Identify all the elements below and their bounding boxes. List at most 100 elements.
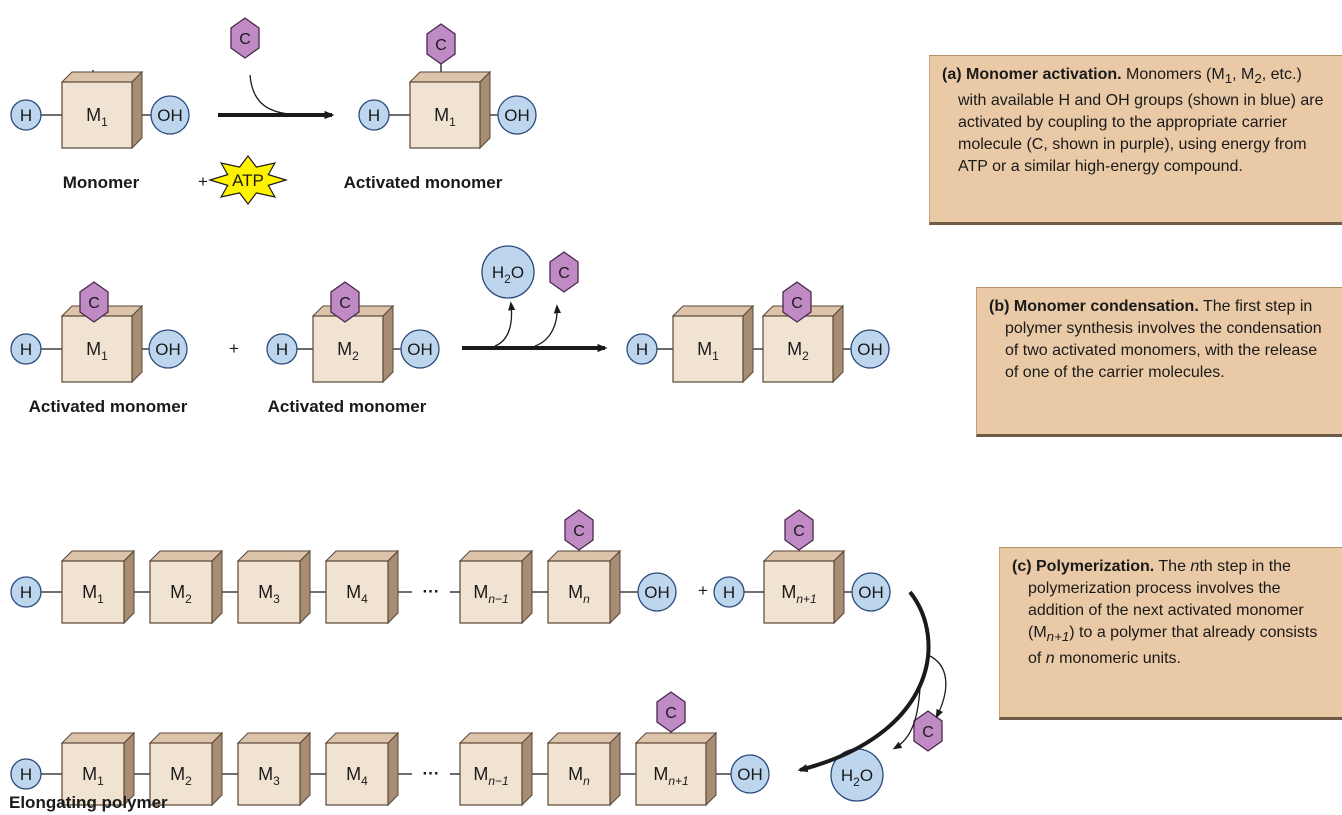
monomer-block [459,560,523,624]
monomer-block-top [60,732,136,744]
hydroxyl-group [851,572,891,612]
monomer-block-top [762,550,846,562]
hydroxyl-label: OH [857,340,883,359]
hydroxyl-group [637,572,677,612]
ellipsis-c2: ··· [423,764,440,783]
monomer-block [763,560,835,624]
carrier-label: C [88,295,100,312]
monomer-block-top [408,71,492,83]
activated-monomer-label-b1: Activated monomer [29,397,188,416]
hydrogen-label: H [368,106,380,125]
monomer-label: Monomer [63,173,140,192]
monomer-block-top [60,71,144,83]
monomer-label: M2 [787,339,809,363]
monomer-block [762,315,834,383]
monomer-block-top [60,550,136,562]
carrier-release-curve [534,304,562,347]
monomer-block [672,315,744,383]
carrier-molecule [782,281,812,323]
carrier-uptake-curve [249,74,291,115]
hydroxyl-label: OH [504,106,530,125]
carrier-release-curve-c [927,654,947,719]
monomer-label: Mn [568,582,590,606]
monomer-label: Mn [568,764,590,788]
monomer-block-side [299,731,311,807]
water-label: H2O [841,766,873,789]
monomer-block-side [211,549,223,625]
polymerization-arrow [797,590,931,773]
water-molecule [481,245,535,299]
hydrogen-label: H [636,340,648,359]
carrier-label: C [665,705,677,722]
carrier-label: C [239,31,251,48]
carrier-label: C [573,523,585,540]
hydrogen-label: H [276,340,288,359]
monomer-block [149,560,213,624]
elongating-polymer-label: Elongating polymer [9,793,168,812]
monomer-block [325,742,389,806]
monomer-block-side [609,549,621,625]
plus-sign-c: + [698,581,708,600]
atp-label: ATP [232,171,264,190]
carrier-label: C [435,37,447,54]
monomer-block-top [324,550,400,562]
carrier-molecule [549,251,579,293]
ellipsis-c1: ··· [423,582,440,601]
plus-sign-b: + [229,339,239,358]
monomer-block [547,742,611,806]
monomer-block [61,560,125,624]
carrier-molecule [656,691,686,733]
monomer-block [312,315,384,383]
monomer-label: M1 [82,582,104,606]
caption-c-text-1: The [1154,558,1191,575]
hydroxyl-label: OH [644,583,670,602]
carrier-molecule [784,509,814,551]
monomer-block-side [131,70,143,150]
bonds-layer [41,64,852,775]
monomer-block-top [148,732,224,744]
hydrogen-label: H [20,106,32,125]
carrier-molecule [564,509,594,551]
monomer-block-top [546,550,622,562]
hydrogen-group [10,576,42,608]
hydroxyl-group [497,95,537,135]
hydrogen-group [10,333,42,365]
monomer-block-top [458,550,534,562]
monomer-block-side [123,549,135,625]
caption-c-italic-n2: n [1045,650,1055,668]
monomer-block [149,742,213,806]
caption-c-sub: n+1 [1046,629,1070,645]
hydroxyl-label: OH [157,106,183,125]
monomer-label: M3 [258,764,280,788]
carrier-molecule [230,17,260,59]
monomer-block-side [521,731,533,807]
monomer-block [459,742,523,806]
monomer-block-top [236,550,312,562]
monomer-label: M4 [346,764,368,788]
carrier-label: C [791,295,803,312]
hydroxyl-group [150,95,190,135]
hydrogen-group [10,99,42,131]
carrier-label: C [558,265,570,282]
monomer-label: M2 [170,764,192,788]
monomer-label: M4 [346,582,368,606]
hydrogen-label: H [723,583,735,602]
caption-c-text-4: monomeric units. [1054,650,1181,668]
hydrogen-group [713,576,745,608]
atp-burst [207,155,289,205]
monomer-block-top [458,732,534,744]
hydrogen-label: H [20,583,32,602]
monomer-block-top [236,732,312,744]
caption-polymerization: (c) Polymerization. The nth step in the … [999,547,1342,720]
hydroxyl-label: OH [737,765,763,784]
monomer-block [325,560,389,624]
activated-monomer-label-a: Activated monomer [344,173,503,192]
monomer-label: Mn−1 [473,582,508,606]
monomer-block-top [634,732,718,744]
caption-c-text-3: ) to a polymer that already consists of [1028,624,1318,668]
carrier-molecule [330,281,360,323]
carrier-molecule [79,281,109,323]
carrier-label: C [793,523,805,540]
caption-a-sub-1: 1 [1224,71,1233,87]
monomer-label: M1 [434,105,456,129]
